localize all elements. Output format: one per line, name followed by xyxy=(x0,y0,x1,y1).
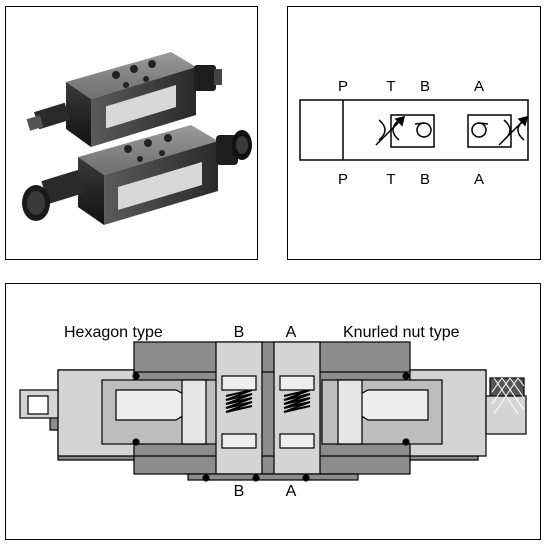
section-port-bottom-a: A xyxy=(286,483,297,500)
knurled-nut-type-label: Knurled nut type xyxy=(343,324,460,341)
valve-upper xyxy=(26,52,222,147)
symbol-port-bottom-b: B xyxy=(420,171,430,188)
symbol-port-bottom-a: A xyxy=(474,171,484,188)
hydraulic-symbol: P T B A P T B A xyxy=(299,78,529,188)
symbol-port-top-b: B xyxy=(420,78,430,95)
section-port-top-b: B xyxy=(234,324,245,341)
section-port-top-a: A xyxy=(286,324,297,341)
product-photo xyxy=(22,52,252,225)
hydraulic-symbol-panel: P T B A P T B A xyxy=(287,6,541,260)
symbol-port-top-t: T xyxy=(386,78,395,95)
knurl-pattern xyxy=(491,377,525,415)
symbol-port-top-a: A xyxy=(474,78,484,95)
sectional-view: Hexagon type Knurled nut type B A B A xyxy=(19,324,527,500)
springs xyxy=(225,389,311,413)
symbol-port-bottom-t: T xyxy=(386,171,395,188)
symbol-body-outline xyxy=(299,99,529,161)
valve-lower xyxy=(22,125,252,225)
symbol-port-top-p: P xyxy=(338,78,348,95)
symbol-port-bottom-p: P xyxy=(338,171,348,188)
section-port-bottom-b: B xyxy=(234,483,245,500)
sectional-view-panel: Hexagon type Knurled nut type B A B A xyxy=(5,283,541,540)
hexagon-type-label: Hexagon type xyxy=(64,324,163,341)
product-photo-panel xyxy=(5,6,258,260)
